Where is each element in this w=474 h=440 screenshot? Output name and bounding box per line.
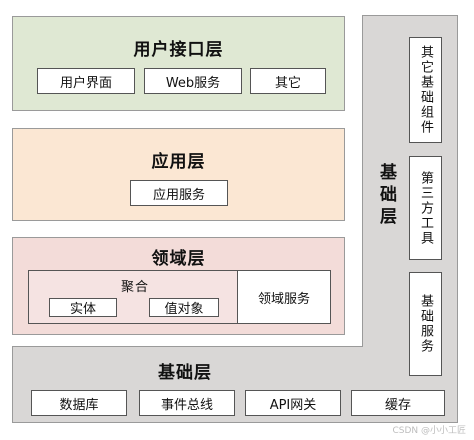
- ui-layer-title: 用户接口层: [133, 40, 224, 60]
- infra-database-box: 数据库: [31, 390, 127, 416]
- domain-layer: 领域层 聚合 实体 值对象 领域服务: [12, 237, 345, 335]
- watermark: CSDN @小小工匠: [392, 426, 466, 436]
- ui-user-interface-box: 用户界面: [37, 68, 135, 94]
- app-service-box: 应用服务: [130, 180, 228, 206]
- entity-box: 实体: [49, 298, 117, 317]
- infra-side-base-services: 基础服务: [409, 272, 442, 376]
- ui-layer: 用户接口层 用户界面 Web服务 其它: [12, 16, 345, 111]
- infra-layer-title: 基础层: [158, 363, 212, 383]
- domain-layer-title: 领域层: [151, 249, 206, 269]
- infra-side-third-party-tools: 第三方工具: [409, 156, 442, 260]
- ui-web-service-box: Web服务: [144, 68, 242, 94]
- infra-cache-box: 缓存: [351, 390, 445, 416]
- aggregate-title: 聚合: [120, 280, 149, 295]
- app-layer-title: 应用层: [151, 152, 206, 172]
- infra-event-bus-box: 事件总线: [139, 390, 235, 416]
- infra-side-other-components: 其它基础组件: [409, 37, 442, 143]
- value-object-box: 值对象: [149, 298, 219, 317]
- aggregate-box: 聚合 实体 值对象: [28, 270, 242, 324]
- infra-api-gateway-box: API网关: [245, 390, 341, 416]
- domain-service-box: 领域服务: [237, 270, 331, 324]
- infra-side-title: 基础层: [376, 163, 396, 229]
- ui-other-box: 其它: [250, 68, 326, 94]
- app-layer: 应用层 应用服务: [12, 128, 345, 221]
